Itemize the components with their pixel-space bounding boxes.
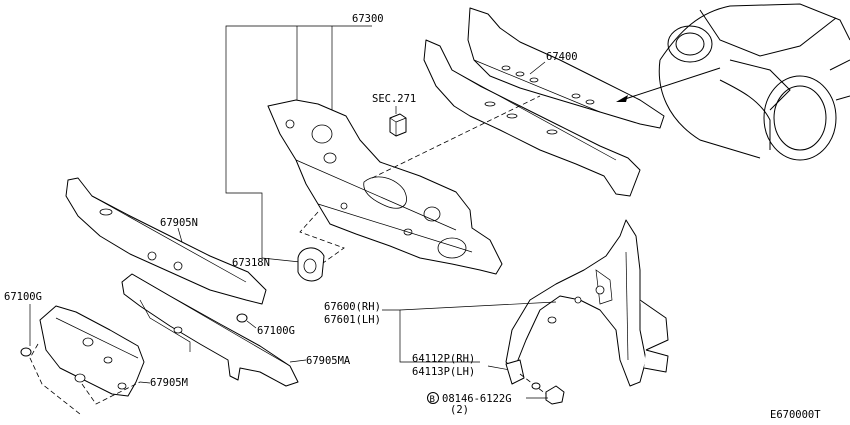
- vehicle-inset: [658, 3, 850, 161]
- label-67100G-left: 67100G: [4, 291, 42, 303]
- part-bolt-08146: [519, 373, 565, 405]
- bolt-circle-letter: B: [430, 395, 435, 405]
- part-sec271-block: [389, 106, 407, 137]
- label-sec271: SEC.271: [372, 93, 416, 105]
- part-64112P-bracket: [505, 359, 525, 385]
- label-67905M: 67905M: [150, 377, 188, 389]
- part-67318N-grommet: [297, 247, 325, 282]
- label-67600: 67600(RH): [324, 301, 381, 313]
- part-67300-dash-panel: [267, 99, 503, 275]
- label-bolt-qty: (2): [450, 404, 469, 416]
- label-67400: 67400: [546, 51, 578, 63]
- leader-67905MA: [289, 359, 307, 363]
- dash-67905M-clips: [29, 343, 141, 415]
- label-67905MA: 67905MA: [306, 355, 351, 367]
- dash-67300-to-67400: [371, 95, 541, 179]
- leader-64112P: [487, 365, 511, 371]
- part-67100G-clip-mid: [236, 313, 257, 329]
- label-67905N: 67905N: [160, 217, 198, 229]
- leader-67300: [225, 25, 372, 263]
- label-64113P: 64113P(LH): [412, 366, 475, 378]
- leader-67600: [382, 301, 557, 363]
- part-67400-cowl-top: [423, 7, 665, 197]
- part-67600-hoodledge: [505, 219, 669, 387]
- label-64112P: 64112P(RH): [412, 353, 475, 365]
- part-67100G-clip-left: [20, 304, 32, 357]
- inset-pointer-arrow: [616, 67, 721, 102]
- label-67318N: 67318N: [232, 257, 270, 269]
- label-67300: 67300: [352, 13, 384, 25]
- leader-67905M: [139, 381, 151, 384]
- dash-67300-to-67318N: [299, 211, 345, 269]
- bolt-callout: B 08146-6122G (2): [427, 392, 548, 416]
- part-67905MA-panel: [121, 273, 299, 387]
- part-67905M-insulator: [39, 305, 145, 397]
- label-bolt-code: 08146-6122G: [442, 393, 512, 405]
- label-67601: 67601(LH): [324, 314, 381, 326]
- diagram-code: E670000T: [770, 409, 821, 421]
- part-67905N-insulator: [65, 177, 267, 305]
- leader-67400: [529, 61, 546, 75]
- label-67100G-mid: 67100G: [257, 325, 295, 337]
